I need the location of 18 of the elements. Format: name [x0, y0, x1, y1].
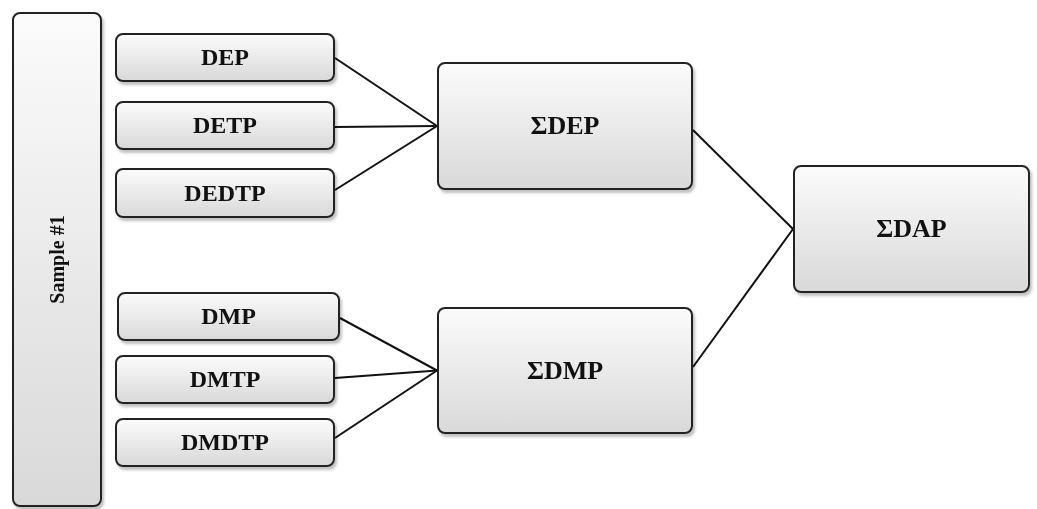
process-box: DMDTP: [115, 418, 335, 467]
process-box: DMTP: [115, 355, 335, 404]
process-box: DEDTP: [115, 168, 335, 218]
connector-line: [334, 57, 438, 127]
process-box: DETP: [115, 101, 335, 150]
process-box: DEP: [115, 33, 335, 82]
connector-line: [339, 317, 438, 372]
process-box: Sample #1: [12, 12, 102, 507]
connector-line: [334, 369, 438, 379]
connector-line: [334, 125, 438, 191]
process-box: DMP: [117, 292, 340, 341]
process-box: ΣDMP: [437, 307, 693, 434]
connector-line: [334, 125, 438, 128]
connector-line: [334, 369, 438, 439]
connector-line: [692, 228, 794, 368]
process-box: ΣDEP: [437, 62, 693, 190]
process-box: ΣDAP: [793, 165, 1030, 293]
connector-line: [692, 129, 794, 230]
